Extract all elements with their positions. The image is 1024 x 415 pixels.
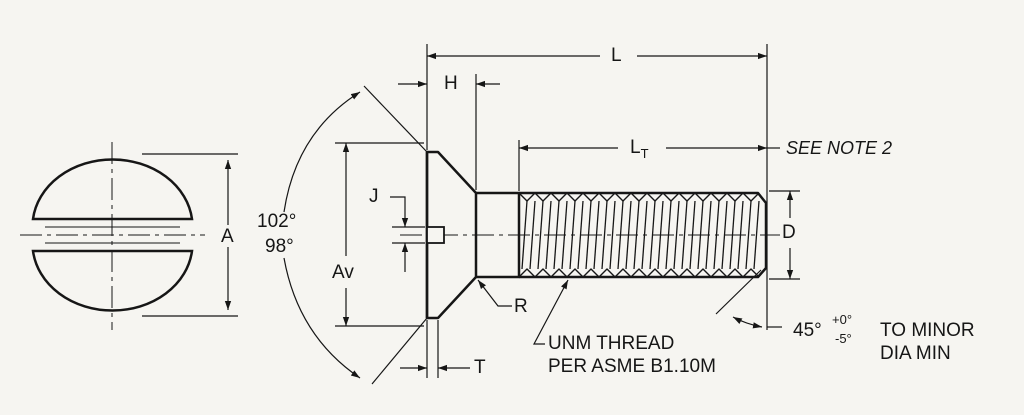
label-dim-d: D bbox=[782, 222, 796, 243]
label-tol-plus: +0° bbox=[832, 312, 853, 327]
dim-a-lines bbox=[142, 153, 238, 317]
head-angle-lines bbox=[283, 85, 428, 385]
thread-leader bbox=[533, 279, 569, 345]
label-tol-minus: -5° bbox=[835, 331, 852, 346]
dim-r-leader bbox=[477, 279, 512, 307]
thread-root-bottom bbox=[518, 268, 760, 278]
label-see-note: SEE NOTE 2 bbox=[786, 138, 893, 158]
label-dim-lt-sub: T bbox=[640, 146, 649, 161]
label-chamfer-angle: 45° bbox=[793, 320, 822, 341]
label-thread-line1: UNM THREAD bbox=[548, 333, 675, 354]
label-thread-line2: PER ASME B1.10M bbox=[548, 356, 716, 377]
slot-section bbox=[426, 226, 445, 244]
label-dim-a: A bbox=[221, 226, 234, 247]
head-end-view bbox=[20, 142, 205, 330]
chamfer-angle-lines bbox=[715, 269, 782, 329]
dim-h-lines bbox=[398, 74, 500, 190]
dim-j-lines bbox=[390, 196, 425, 272]
head-bottom-half bbox=[31, 249, 194, 312]
dim-av-lines bbox=[335, 142, 424, 327]
label-dim-l: L bbox=[611, 45, 622, 66]
label-minor-line2: DIA MIN bbox=[880, 343, 951, 364]
label-angle-max: 102° bbox=[257, 211, 297, 232]
dim-l-lines bbox=[426, 44, 768, 330]
label-dim-j: J bbox=[369, 186, 379, 207]
label-dim-r: R bbox=[514, 296, 528, 317]
head-top-half bbox=[31, 158, 194, 221]
label-dim-h: H bbox=[444, 73, 458, 94]
dim-lt-lines bbox=[518, 140, 780, 191]
label-dim-lt: LT bbox=[630, 138, 649, 160]
label-angle-min: 98° bbox=[265, 236, 294, 257]
screw-centerline-and-slot bbox=[400, 226, 780, 244]
thread-helix-lines bbox=[521, 200, 760, 270]
label-dim-av: Av bbox=[332, 262, 354, 283]
label-dim-lt-base: L bbox=[630, 137, 641, 158]
label-minor-line1: TO MINOR bbox=[880, 320, 975, 341]
label-dim-t: T bbox=[474, 357, 486, 378]
dim-t-lines bbox=[400, 320, 470, 378]
dim-d-lines bbox=[769, 190, 800, 280]
